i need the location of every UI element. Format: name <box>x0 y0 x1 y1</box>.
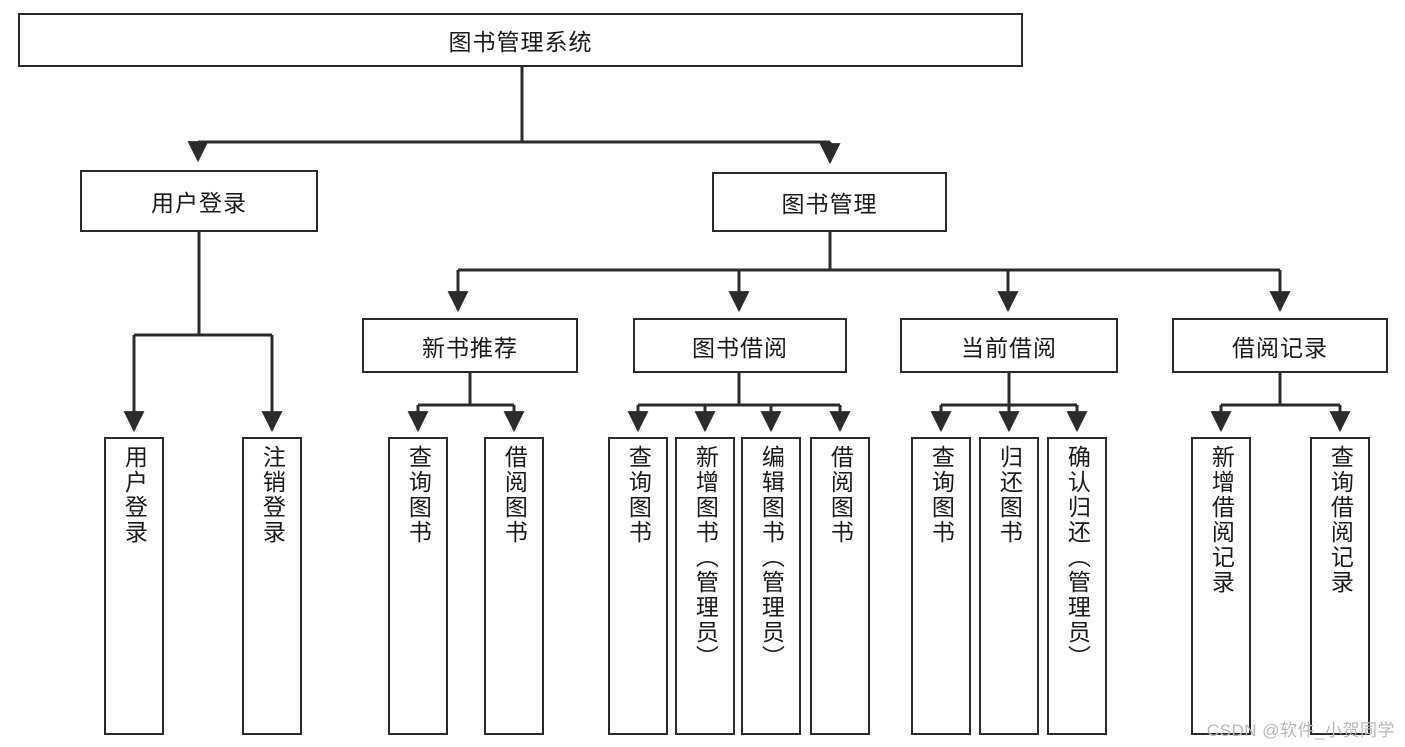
node-root[interactable]: 图书管理系统 <box>18 13 1023 67</box>
leaf-label: 查询借阅记录 <box>1327 445 1354 595</box>
leaf-label: 查询图书 <box>405 445 432 545</box>
leaf-label: 借阅图书 <box>501 445 528 545</box>
leaf-label: 新增图书（管理员） <box>692 445 719 670</box>
node-root-label: 图书管理系统 <box>448 29 593 55</box>
node-user-login-label: 用户登录 <box>151 190 247 216</box>
leaf-user-login-signout[interactable]: 注销登录 <box>242 437 302 735</box>
leaf-label: 编辑图书（管理员） <box>758 445 785 670</box>
leaf-new-book-borrow[interactable]: 借阅图书 <box>484 437 544 735</box>
leaf-book-borrow-lend[interactable]: 借阅图书 <box>810 437 870 735</box>
leaf-book-borrow-add[interactable]: 新增图书（管理员） <box>675 437 735 735</box>
leaf-label: 注销登录 <box>259 445 286 545</box>
leaf-label: 确认归还（管理员） <box>1064 445 1091 670</box>
leaf-book-borrow-query[interactable]: 查询图书 <box>608 437 668 735</box>
node-new-book-recommend[interactable]: 新书推荐 <box>362 318 578 373</box>
node-borrow-record-label: 借阅记录 <box>1232 334 1328 361</box>
node-book-management[interactable]: 图书管理 <box>712 172 947 232</box>
leaf-borrow-record-add[interactable]: 新增借阅记录 <box>1191 437 1251 735</box>
leaf-user-login-signin[interactable]: 用户登录 <box>104 437 164 735</box>
node-book-management-label: 图书管理 <box>781 191 878 217</box>
leaf-label: 归还图书 <box>996 445 1023 545</box>
node-book-borrow[interactable]: 图书借阅 <box>633 318 847 373</box>
leaf-new-book-query[interactable]: 查询图书 <box>388 437 448 735</box>
leaf-label: 新增借阅记录 <box>1208 445 1235 595</box>
leaf-current-borrow-confirm-return[interactable]: 确认归还（管理员） <box>1047 437 1107 735</box>
leaf-label: 查询图书 <box>625 445 652 545</box>
csdn-watermark: CSDN @软件_小贺同学 <box>1206 721 1395 740</box>
leaf-label: 用户登录 <box>121 445 148 545</box>
node-new-book-recommend-label: 新书推荐 <box>422 334 518 361</box>
leaf-current-borrow-return[interactable]: 归还图书 <box>979 437 1039 735</box>
leaf-label: 查询图书 <box>928 445 955 545</box>
node-borrow-record[interactable]: 借阅记录 <box>1172 318 1388 373</box>
leaf-book-borrow-edit[interactable]: 编辑图书（管理员） <box>741 437 801 735</box>
leaf-current-borrow-query[interactable]: 查询图书 <box>911 437 971 735</box>
leaf-borrow-record-query[interactable]: 查询借阅记录 <box>1310 437 1370 735</box>
node-user-login[interactable]: 用户登录 <box>80 170 318 232</box>
node-book-borrow-label: 图书借阅 <box>692 334 788 361</box>
leaf-label: 借阅图书 <box>827 445 854 545</box>
node-current-borrow-label: 当前借阅 <box>961 334 1057 361</box>
node-current-borrow[interactable]: 当前借阅 <box>900 318 1118 373</box>
